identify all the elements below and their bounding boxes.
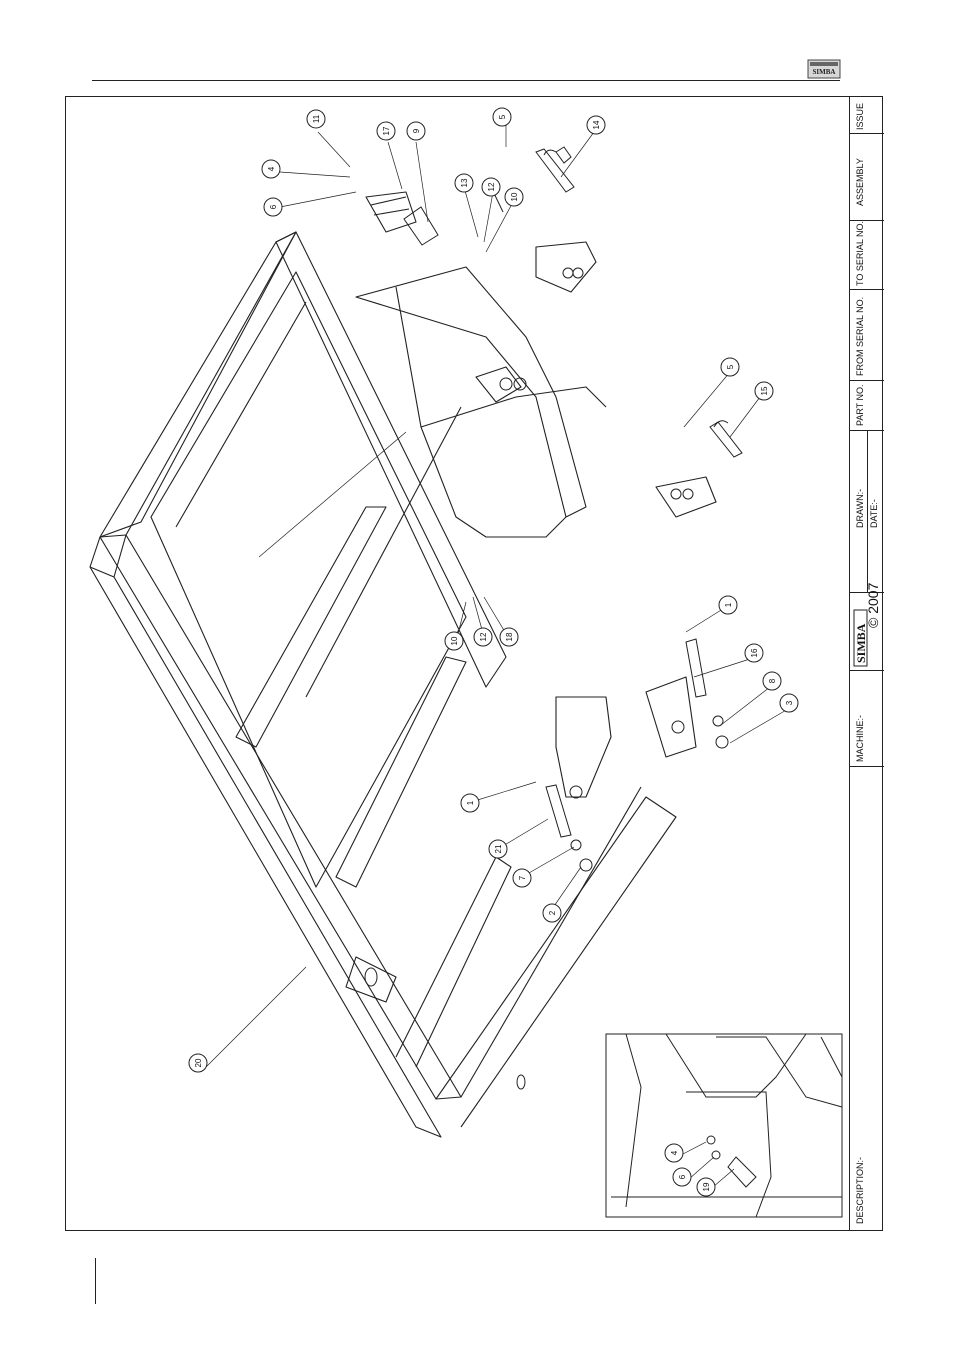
svg-text:20: 20 [194,1058,203,1067]
svg-text:10: 10 [450,636,459,645]
svg-text:11: 11 [312,114,321,123]
tb-divider [850,670,884,671]
callout-balloon: 6 [264,198,282,216]
svg-text:5: 5 [498,114,507,119]
svg-text:6: 6 [678,1174,687,1179]
svg-text:16: 16 [750,648,759,657]
assembly-label: ASSEMBLY [856,158,865,206]
callout-balloon: 12 [474,628,492,646]
svg-text:2: 2 [548,910,557,915]
tb-divider [850,133,884,134]
callout-balloons: 11 17 9 4 6 5 14 13 12 10 5 15 1 16 8 3 … [189,108,798,1072]
callout-balloon: 6 [673,1168,691,1186]
brand-logo: SIMBA [852,608,882,670]
callout-balloon: 20 [189,1054,207,1072]
description-label: DESCRIPTION:- [856,1157,865,1224]
footer-rule [95,1258,96,1304]
from-serial-label: FROM SERIAL NO. [856,297,865,376]
header-logo: SIMBA [807,59,841,79]
date-label: DATE:- [870,499,879,528]
header-rule [92,80,840,81]
callout-balloon: 5 [721,358,739,376]
callout-balloon: 18 [500,628,518,646]
frame-outline [90,192,716,1137]
tb-vdivider [867,430,868,592]
callout-balloon: 10 [505,188,523,206]
callout-balloon: 2 [543,904,561,922]
svg-text:17: 17 [382,126,391,135]
svg-text:12: 12 [479,632,488,641]
svg-text:13: 13 [460,178,469,187]
svg-text:1: 1 [466,800,475,805]
callout-balloon: 14 [587,116,605,134]
svg-text:7: 7 [518,875,527,880]
machine-label: MACHINE:- [856,715,865,762]
svg-text:18: 18 [505,632,514,641]
tb-divider [850,766,884,767]
callout-balloon: 4 [262,160,280,178]
brand-text: SIMBA [854,623,868,663]
callout-balloon: 5 [493,108,511,126]
svg-text:19: 19 [702,1182,711,1191]
svg-text:1: 1 [724,602,733,607]
svg-text:15: 15 [760,386,769,395]
issue-label: ISSUE [856,103,865,130]
svg-text:3: 3 [785,700,794,705]
callout-balloon: 11 [307,110,325,128]
callout-balloon: 13 [455,174,473,192]
leader-lines [206,122,788,1067]
exploded-parts [404,147,742,871]
callout-balloon: 1 [719,596,737,614]
svg-text:12: 12 [487,182,496,191]
tb-divider [850,289,884,290]
callout-balloon: 17 [377,122,395,140]
callout-balloon: 7 [513,869,531,887]
svg-text:4: 4 [670,1150,679,1155]
svg-text:6: 6 [269,204,278,209]
svg-text:5: 5 [726,364,735,369]
callout-balloon: 10 [445,632,463,650]
callout-balloon: 4 [665,1144,683,1162]
callout-balloon: 8 [763,672,781,690]
callout-balloon: 15 [755,382,773,400]
header-logo-text: SIMBA [813,68,836,76]
svg-text:10: 10 [510,192,519,201]
svg-text:8: 8 [768,678,777,683]
callout-balloon: 12 [482,178,500,196]
frame-assembly-drawing: 11 17 9 4 6 5 14 13 12 10 5 15 1 16 8 3 … [66,97,848,1230]
svg-text:9: 9 [412,128,421,133]
callout-balloon: 16 [745,644,763,662]
callout-balloon: 21 [489,840,507,858]
svg-text:14: 14 [592,120,601,129]
part-no-label: PART NO. [856,384,865,426]
callout-balloon: 9 [407,122,425,140]
callout-balloon: 3 [780,694,798,712]
tb-divider [850,380,884,381]
callout-balloon: 1 [461,794,479,812]
svg-text:21: 21 [494,844,503,853]
inset-detail-view: 4 6 19 [606,1034,842,1217]
svg-text:4: 4 [267,166,276,171]
title-block: ISSUE ASSEMBLY TO SERIAL NO. FROM SERIAL… [849,96,883,1231]
callout-balloon: 19 [697,1178,715,1196]
to-serial-label: TO SERIAL NO. [856,221,865,286]
drawn-label: DRAWN:- [856,489,865,528]
